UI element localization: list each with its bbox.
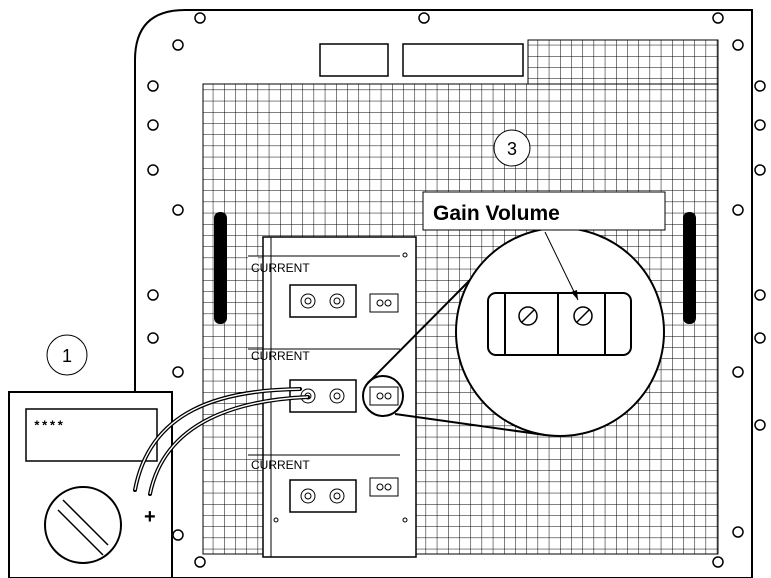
multimeter: **** + bbox=[8, 391, 173, 578]
module-section-1: CURRENT bbox=[248, 255, 400, 318]
module-label-1: CURRENT bbox=[251, 261, 310, 275]
magnifier-leaders bbox=[367, 279, 546, 436]
gain-magnifier bbox=[455, 227, 665, 437]
top-slot-right bbox=[402, 43, 524, 77]
right-handle bbox=[683, 212, 696, 324]
gain-pot-highlight bbox=[362, 375, 404, 417]
module-label-2: CURRENT bbox=[251, 349, 310, 363]
top-slot-left bbox=[319, 43, 389, 77]
gain-volume-callout: Gain Volume bbox=[422, 191, 666, 231]
callout-1: 1 bbox=[46, 334, 88, 376]
meter-plus-sign: + bbox=[144, 506, 156, 528]
callout-3-number: 3 bbox=[507, 139, 517, 159]
mounting-holes bbox=[147, 12, 766, 568]
gain-volume-label: Gain Volume bbox=[433, 202, 560, 225]
meter-display: **** bbox=[33, 419, 64, 434]
callout-1-number: 1 bbox=[62, 346, 72, 366]
meter-dial bbox=[44, 486, 122, 564]
gain-pointer-arrow bbox=[544, 231, 579, 301]
probe-lead-gaps bbox=[134, 388, 309, 495]
module-section-3: CURRENT bbox=[248, 454, 400, 513]
left-handle bbox=[214, 212, 227, 324]
module-label-3: CURRENT bbox=[251, 458, 310, 472]
callout-3: 3 bbox=[493, 129, 531, 167]
